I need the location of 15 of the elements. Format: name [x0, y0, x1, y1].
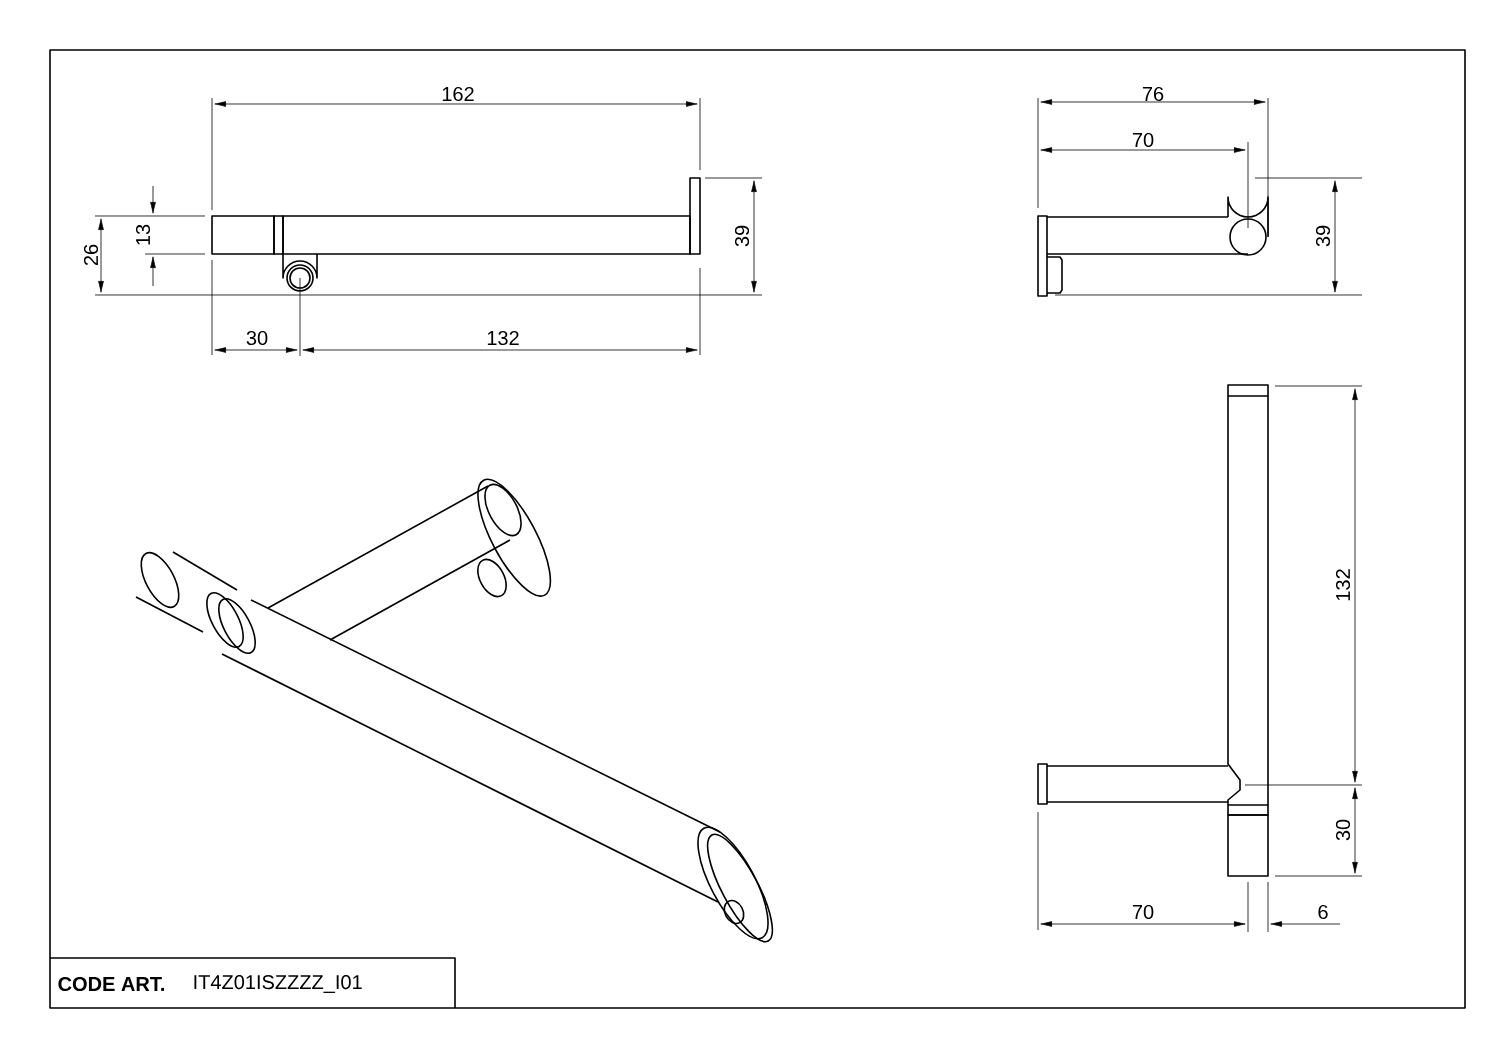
dimension-value: 162	[442, 86, 474, 102]
dimension-value: 76	[1142, 86, 1164, 102]
dimension-value: 6	[1318, 904, 1328, 920]
dimension-value: 39	[734, 225, 750, 247]
dimension-value: 30	[1335, 819, 1351, 841]
code-label: CODE ART.	[58, 976, 164, 992]
dimension-value: 30	[246, 330, 268, 346]
dimension-value: 70	[1132, 904, 1154, 920]
dimension-value: 39	[1315, 225, 1331, 247]
code-value: IT4Z01ISZZZZ_I01	[194, 975, 362, 993]
dimension-value: 132	[1335, 569, 1351, 601]
dimension-value: 26	[83, 244, 99, 266]
dimension-value: 70	[1132, 132, 1154, 148]
dimension-value: 13	[135, 224, 151, 245]
dimension-value: 132	[487, 330, 519, 346]
